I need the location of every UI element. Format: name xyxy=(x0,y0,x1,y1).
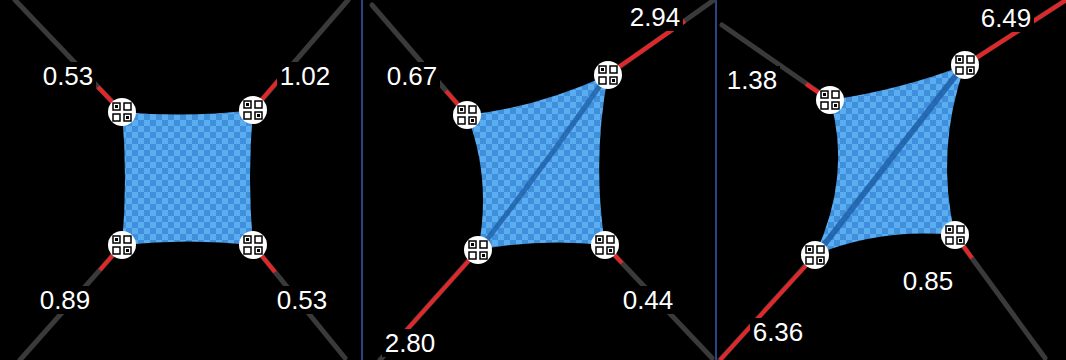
tension-value: 2.94 xyxy=(627,3,684,31)
tension-value: 1.02 xyxy=(277,62,334,90)
cloth xyxy=(815,65,965,255)
clamp xyxy=(108,98,136,126)
clamp xyxy=(801,241,829,269)
tension-value: 1.38 xyxy=(724,66,781,94)
clamp xyxy=(108,231,136,259)
wrinkle xyxy=(482,80,604,246)
clamp xyxy=(464,236,492,264)
cable xyxy=(15,0,348,360)
cloth xyxy=(467,75,608,250)
tension-value: 2.80 xyxy=(382,329,439,357)
tension-segment xyxy=(98,69,288,272)
clamp xyxy=(453,101,481,129)
clamp xyxy=(951,51,979,79)
tension-value: 0.67 xyxy=(384,62,441,90)
tension-value: 0.53 xyxy=(274,286,331,314)
clamp xyxy=(591,231,619,259)
tension-segment xyxy=(720,0,1066,360)
panel-divider xyxy=(361,0,363,360)
tension-value: 0.89 xyxy=(37,286,94,314)
clamp xyxy=(239,231,267,259)
clamp xyxy=(594,61,622,89)
cable xyxy=(720,0,1066,360)
panel-divider xyxy=(715,0,717,360)
tension-value: 0.85 xyxy=(900,267,957,295)
tension-value: 0.44 xyxy=(620,286,677,314)
tension-value: 6.36 xyxy=(750,318,807,346)
cloth xyxy=(122,110,253,245)
panel-1 xyxy=(15,0,348,360)
tension-value: 6.49 xyxy=(978,4,1035,32)
panel-3 xyxy=(720,0,1066,360)
clamp xyxy=(816,86,844,114)
clamp xyxy=(239,96,267,124)
clamp xyxy=(941,221,969,249)
panel-2 xyxy=(372,0,714,360)
tension-value: 0.53 xyxy=(40,62,97,90)
cable xyxy=(372,0,714,360)
